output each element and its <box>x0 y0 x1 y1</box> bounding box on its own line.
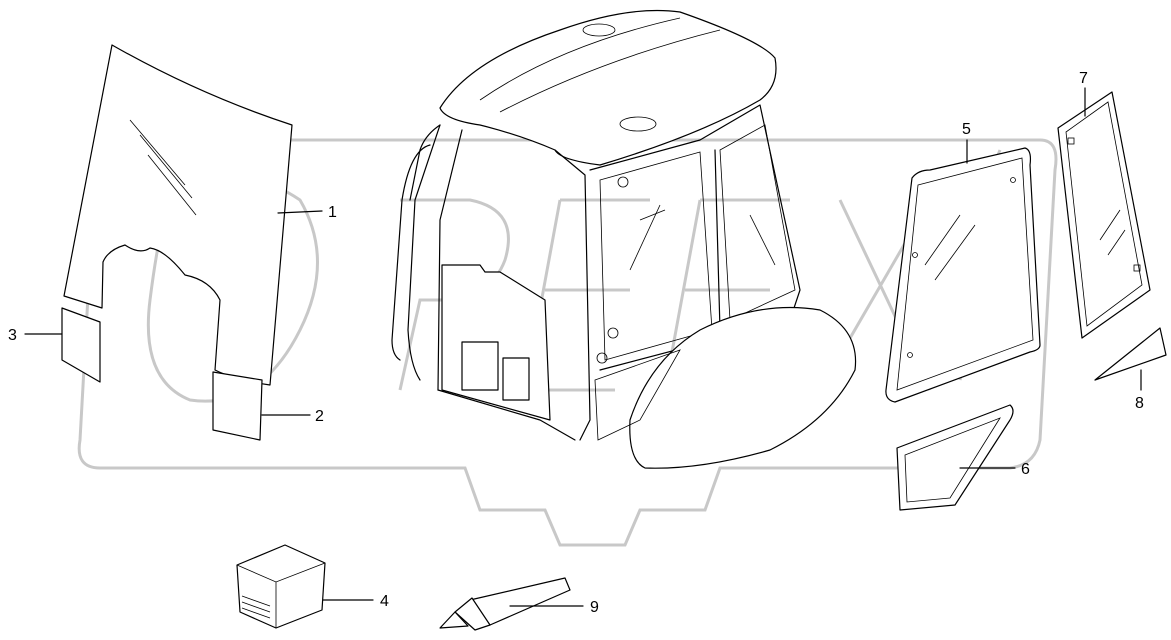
callout-7: 7 <box>1079 70 1088 87</box>
callout-6: 6 <box>1021 461 1030 478</box>
callout-4: 4 <box>380 593 389 610</box>
callout-9: 9 <box>590 599 599 616</box>
part-5-side-glass[interactable] <box>885 147 1041 403</box>
part-3-sticker[interactable] <box>61 307 101 383</box>
callout-3: 3 <box>8 327 17 344</box>
callout-1: 1 <box>328 204 337 221</box>
leader-1 <box>277 210 323 214</box>
part-7-rear-glass[interactable] <box>1057 91 1151 339</box>
callout-2: 2 <box>315 408 324 425</box>
leader-lines <box>24 87 1142 607</box>
callout-5: 5 <box>962 121 971 138</box>
part-2-sticker[interactable] <box>212 371 263 441</box>
callout-labels: 1 2 3 4 5 6 7 8 9 <box>8 70 1144 616</box>
part-1-windscreen[interactable] <box>63 44 293 386</box>
part-6-quarter-glass[interactable] <box>896 404 1014 511</box>
part-9-sealant-tube[interactable] <box>439 577 571 631</box>
part-8-small-glass[interactable] <box>1094 327 1167 381</box>
callout-8: 8 <box>1135 395 1144 412</box>
cab-assembly <box>391 9 857 469</box>
part-4-box[interactable] <box>236 544 326 629</box>
